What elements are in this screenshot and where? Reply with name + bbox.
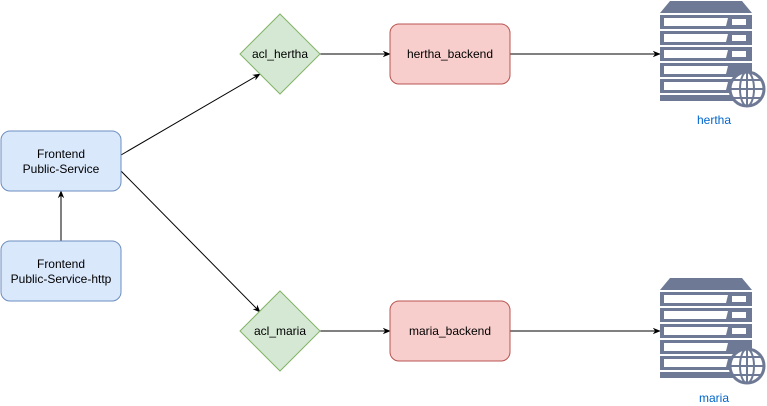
edges [57,50,661,335]
acl-maria-label: acl_maria [254,324,306,338]
frontend-http-line1: Frontend [37,257,85,271]
acl-hertha-node[interactable]: acl_hertha [239,13,321,95]
edge-public-to-acl-maria [120,170,261,313]
maria-backend-label: maria_backend [409,324,491,338]
hertha-server-label: hertha [697,113,731,127]
acl-maria-node[interactable]: acl_maria [239,290,321,372]
hertha-backend-label: hertha_backend [407,47,493,61]
maria-server-node[interactable]: maria [660,278,766,405]
edge-public-to-acl-hertha [120,73,261,156]
maria-backend-node[interactable]: maria_backend [389,300,511,362]
globe-icon [728,347,766,385]
frontend-public-service-node[interactable]: Frontend Public-Service [0,130,122,192]
acl-hertha-label: acl_hertha [252,47,308,61]
web-server-icon [660,278,752,378]
globe-icon [728,70,766,108]
frontend-public-line2: Public-Service [23,162,100,176]
hertha-server-node[interactable]: hertha [660,1,766,127]
frontend-public-service-http-node[interactable]: Frontend Public-Service-http [0,240,122,302]
frontend-public-line1: Frontend [37,147,85,161]
hertha-backend-node[interactable]: hertha_backend [389,23,511,85]
frontend-http-line2: Public-Service-http [11,272,112,286]
maria-server-label: maria [699,391,729,405]
